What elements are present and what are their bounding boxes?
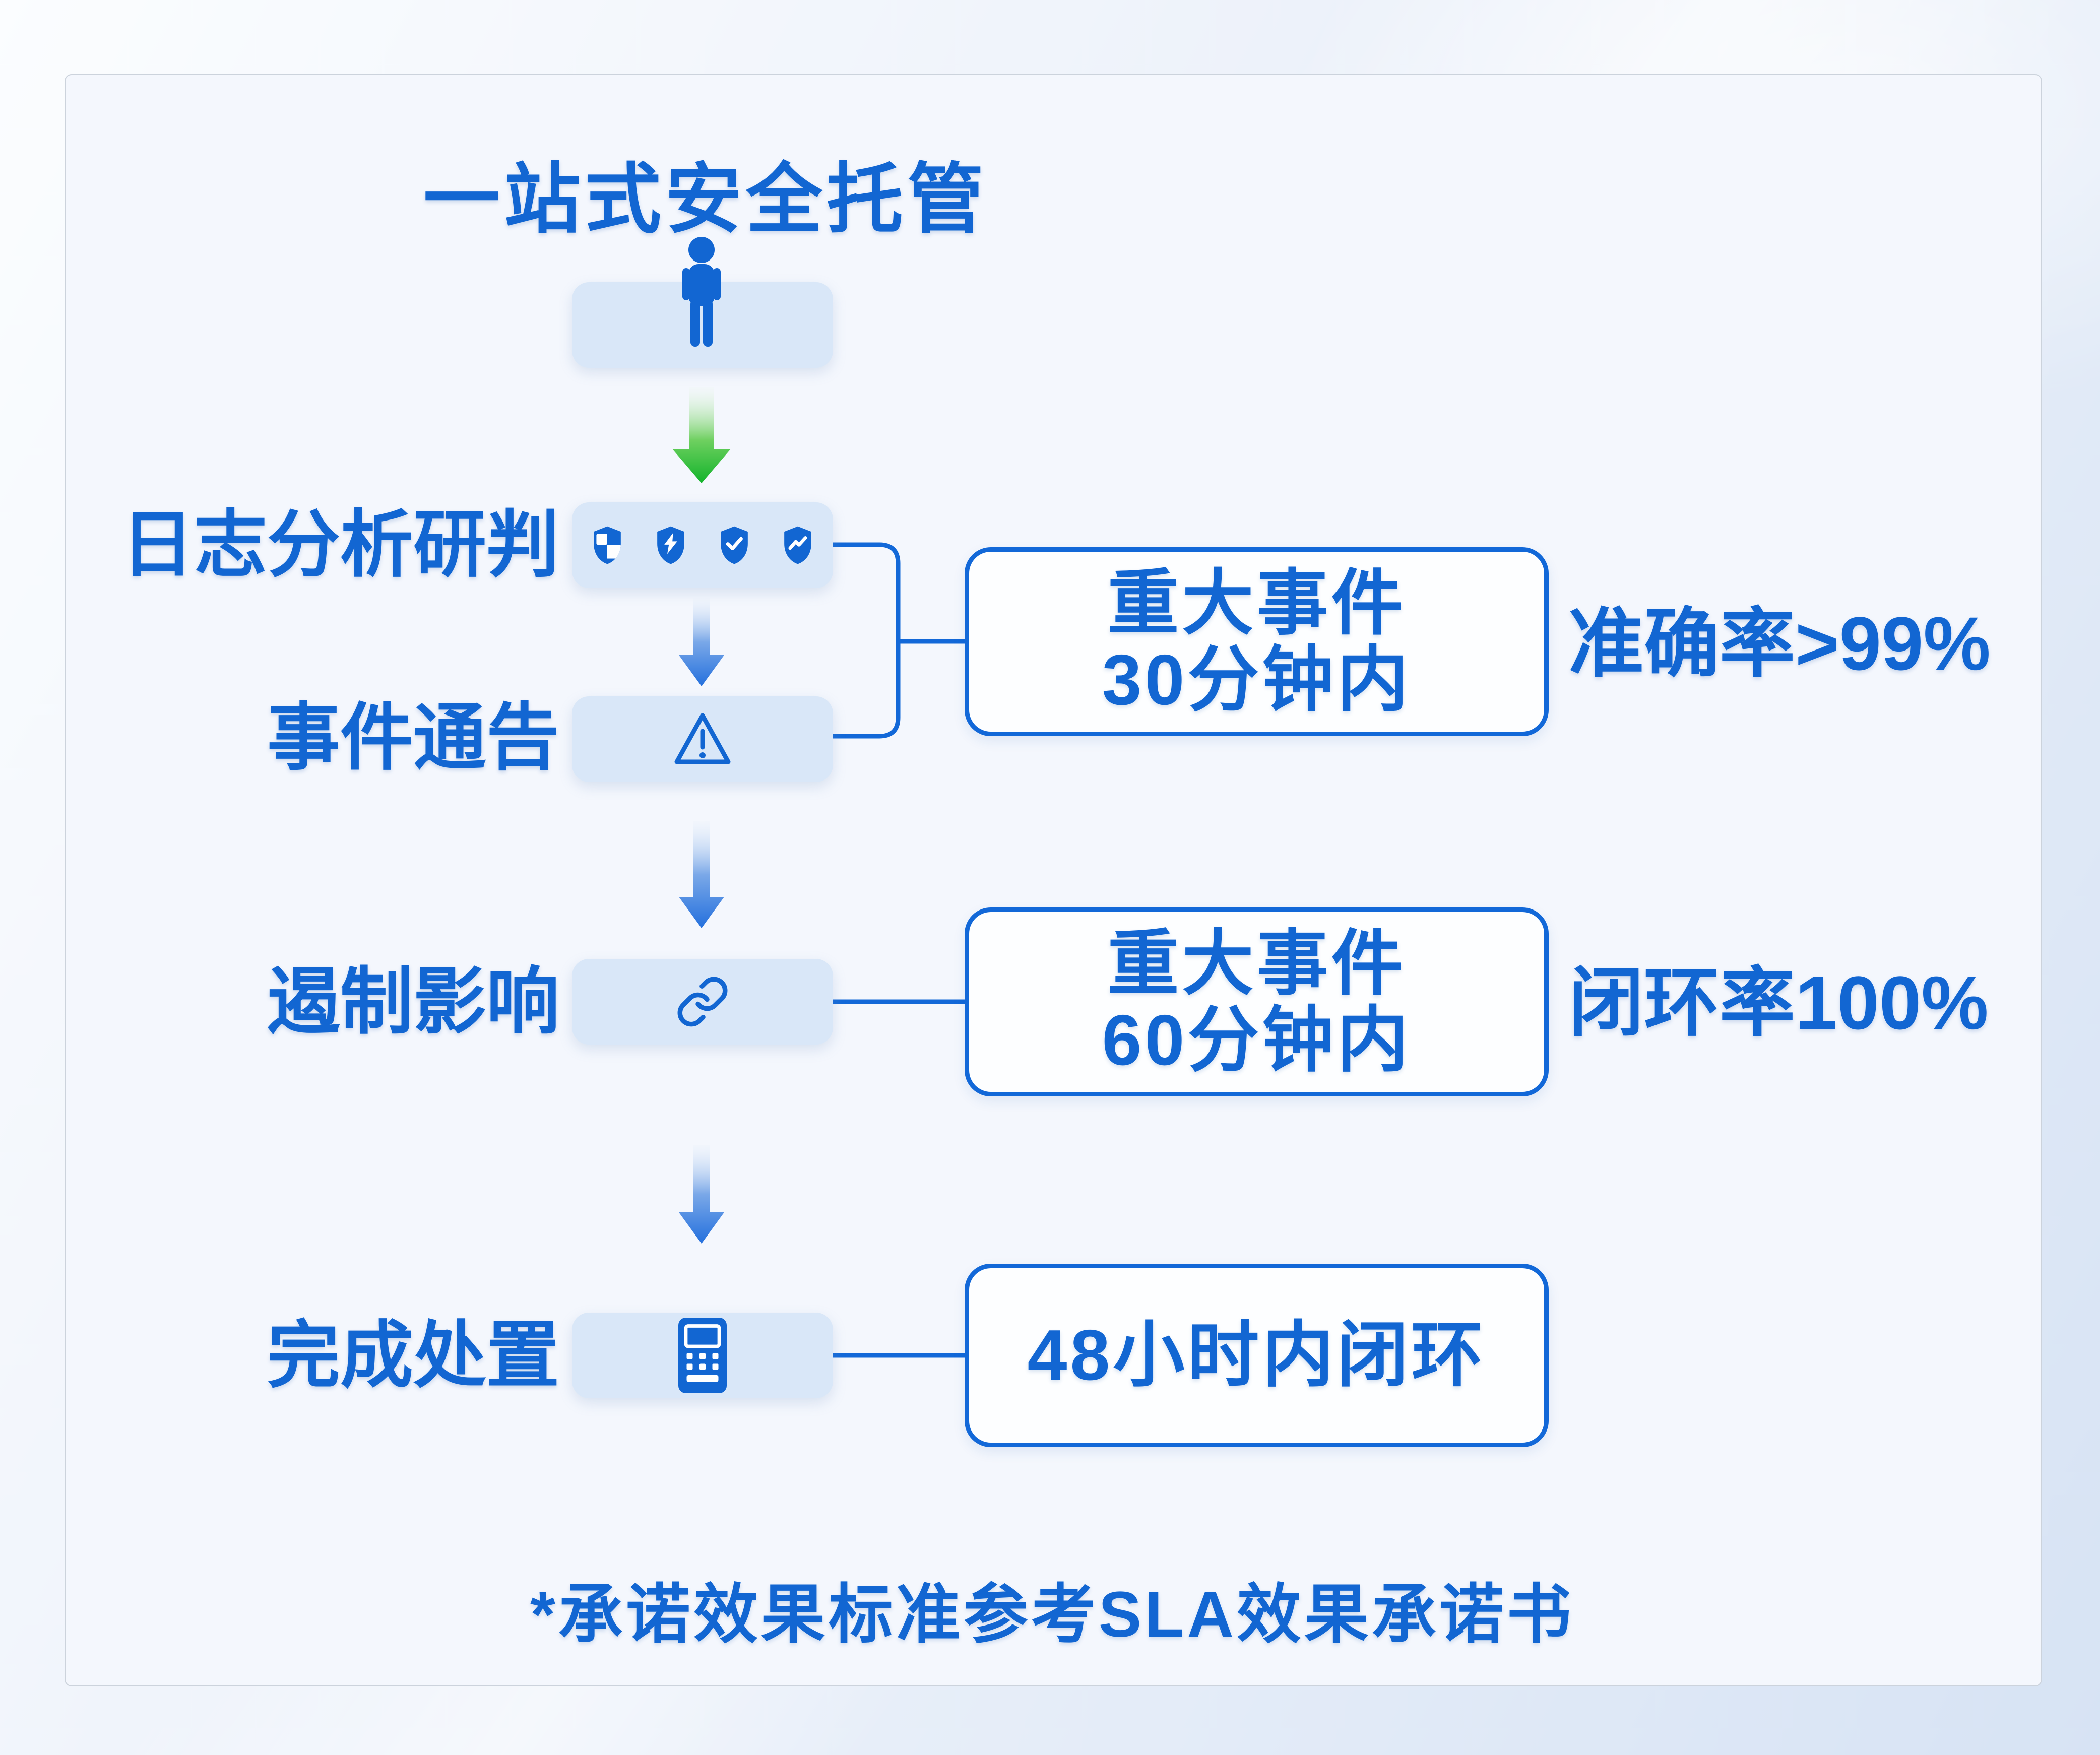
sla-box-48h-line1: 48小时内闭环 — [1027, 1315, 1486, 1395]
sla-box-30min-line1: 重大事件 — [1107, 563, 1406, 643]
sla-box-60min-line1: 重大事件 — [1107, 923, 1406, 1004]
label-complete-disposal: 完成处置 — [267, 1315, 559, 1396]
sla-box-30min: 重大事件 30分钟内 — [965, 547, 1549, 736]
log-analysis-box — [572, 502, 833, 588]
blue-down-arrow-icon — [679, 821, 724, 928]
sla-footnote: *承诺效果标准参考SLA效果承诺书 — [530, 1579, 1574, 1651]
sla-box-60min: 重大事件 60分钟内 — [965, 907, 1549, 1096]
sla-box-30min-line2: 30分钟内 — [1102, 639, 1412, 720]
shield-icon-row — [590, 524, 815, 566]
label-log-analysis: 日志分析研判 — [121, 504, 559, 586]
metric-accuracy: 准确率>99% — [1568, 601, 1991, 686]
shield-trend-icon — [784, 526, 811, 564]
shield-checkered-icon — [594, 526, 621, 564]
blue-down-arrow-icon — [679, 1145, 724, 1244]
shield-lightning-icon — [657, 526, 684, 564]
blue-down-arrow-icon — [679, 598, 724, 686]
shield-check-icon — [721, 526, 748, 564]
calculator-icon — [678, 1318, 727, 1393]
contain-impact-box — [572, 959, 833, 1045]
person-icon — [682, 237, 721, 347]
sla-box-60min-line2: 60分钟内 — [1102, 1000, 1412, 1080]
sla-box-48h: 48小时内闭环 — [965, 1264, 1549, 1447]
incident-notice-box — [572, 696, 833, 782]
chain-link-icon — [677, 977, 728, 1027]
green-down-arrow-icon — [672, 387, 731, 483]
warning-triangle-icon — [674, 713, 731, 764]
complete-disposal-box — [572, 1313, 833, 1398]
metric-closure: 闭环率100% — [1568, 960, 1989, 1045]
diagram-title: 一站式安全托管 — [423, 157, 988, 242]
label-contain-impact: 遏制影响 — [267, 961, 559, 1043]
label-incident-notice: 事件通告 — [267, 697, 559, 778]
